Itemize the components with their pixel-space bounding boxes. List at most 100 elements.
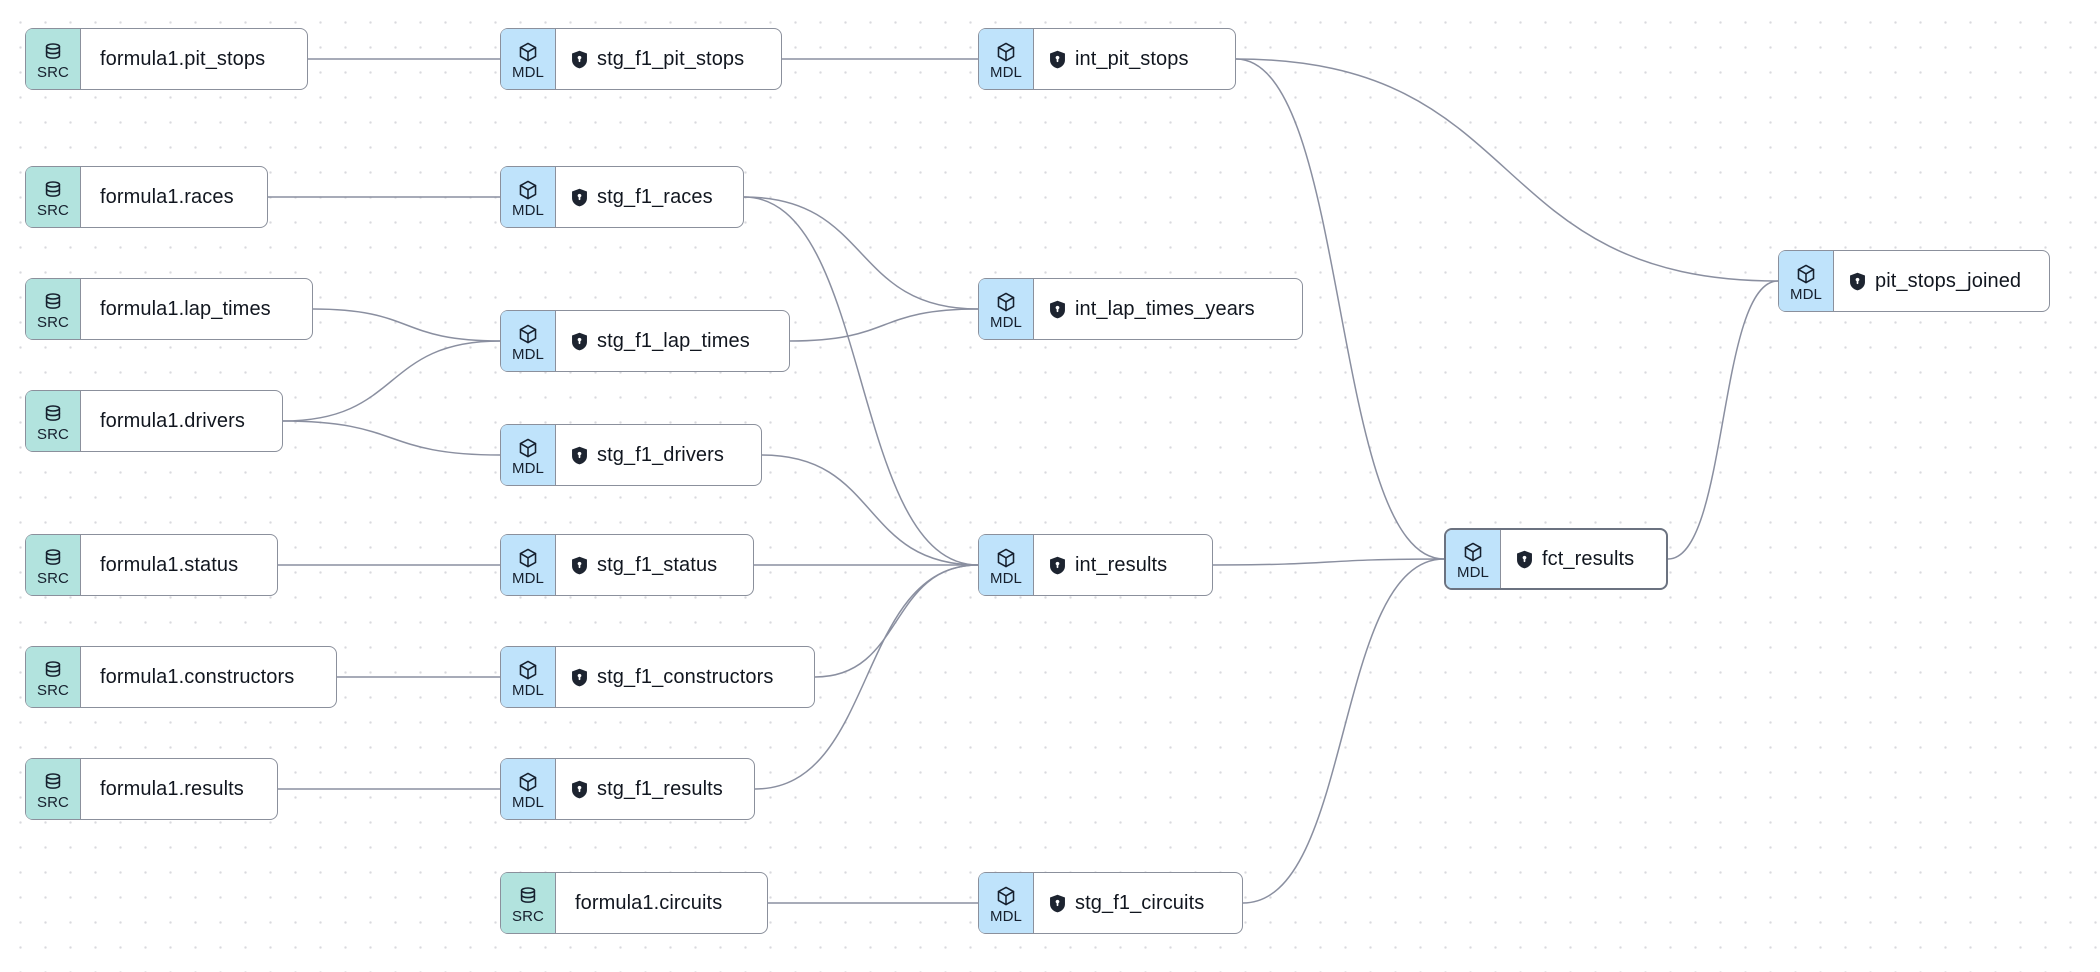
model-badge: MDL: [501, 759, 556, 819]
node-body: formula1.constructors: [81, 647, 336, 707]
node-body: fct_results: [1501, 530, 1666, 588]
model-badge: MDL: [979, 873, 1034, 933]
node-label: stg_f1_circuits: [1075, 891, 1205, 914]
source-badge: SRC: [26, 167, 81, 227]
lineage-node-src_results[interactable]: SRC formula1.results: [25, 758, 278, 820]
node-label: stg_f1_constructors: [597, 665, 774, 688]
badge-label: MDL: [512, 793, 544, 811]
badge-label: MDL: [990, 569, 1022, 587]
node-body: int_pit_stops: [1034, 29, 1235, 89]
database-icon: [42, 41, 64, 63]
model-badge: MDL: [979, 279, 1034, 339]
database-icon: [42, 771, 64, 793]
shield-lock-icon: [1849, 272, 1866, 291]
node-label: formula1.results: [100, 777, 244, 800]
node-body: stg_f1_constructors: [556, 647, 814, 707]
shield-lock-icon: [571, 446, 588, 465]
lineage-node-stg_f1_circuits[interactable]: MDL stg_f1_circuits: [978, 872, 1243, 934]
badge-label: SRC: [37, 569, 69, 587]
node-body: formula1.pit_stops: [81, 29, 307, 89]
badge-label: MDL: [1790, 285, 1822, 303]
node-label: pit_stops_joined: [1875, 269, 2022, 292]
model-badge: MDL: [501, 167, 556, 227]
cube-icon: [995, 547, 1017, 569]
cube-icon: [517, 179, 539, 201]
node-label: formula1.status: [100, 553, 239, 576]
database-icon: [42, 547, 64, 569]
model-badge: MDL: [979, 29, 1034, 89]
node-body: stg_f1_lap_times: [556, 311, 789, 371]
node-label: formula1.lap_times: [100, 297, 271, 320]
shield-lock-icon: [1049, 300, 1066, 319]
lineage-node-int_results[interactable]: MDL int_results: [978, 534, 1213, 596]
lineage-node-src_constructors[interactable]: SRC formula1.constructors: [25, 646, 337, 708]
lineage-node-pit_stops_joined[interactable]: MDL pit_stops_joined: [1778, 250, 2050, 312]
shield-lock-icon: [571, 556, 588, 575]
badge-label: MDL: [990, 313, 1022, 331]
node-body: formula1.races: [81, 167, 267, 227]
model-badge: MDL: [501, 647, 556, 707]
shield-lock-icon: [1049, 50, 1066, 69]
lineage-edge-stg_f1_lap_times-to-int_lap_times_years: [789, 308, 979, 342]
model-badge: MDL: [501, 29, 556, 89]
lineage-edge-int_results-to-fct_results: [1212, 558, 1445, 566]
database-icon: [517, 885, 539, 907]
lineage-node-src_lap_times[interactable]: SRC formula1.lap_times: [25, 278, 313, 340]
node-label: int_results: [1075, 553, 1168, 576]
database-icon: [42, 291, 64, 313]
lineage-node-src_pit_stops[interactable]: SRC formula1.pit_stops: [25, 28, 308, 90]
shield-lock-icon: [1049, 556, 1066, 575]
lineage-node-src_circuits[interactable]: SRC formula1.circuits: [500, 872, 768, 934]
lineage-edge-stg_f1_races-to-int_lap_times_years: [743, 196, 979, 310]
node-label: int_pit_stops: [1075, 47, 1189, 70]
lineage-node-src_status[interactable]: SRC formula1.status: [25, 534, 278, 596]
cube-icon: [995, 885, 1017, 907]
badge-label: SRC: [37, 63, 69, 81]
node-body: formula1.results: [81, 759, 277, 819]
badge-label: SRC: [37, 313, 69, 331]
source-badge: SRC: [26, 29, 81, 89]
lineage-edge-stg_f1_drivers-to-int_results: [761, 454, 979, 566]
node-label: int_lap_times_years: [1075, 297, 1255, 320]
cube-icon: [517, 547, 539, 569]
lineage-node-stg_f1_lap_times[interactable]: MDL stg_f1_lap_times: [500, 310, 790, 372]
badge-label: SRC: [512, 907, 544, 925]
source-badge: SRC: [26, 391, 81, 451]
lineage-node-int_lap_times_years[interactable]: MDL int_lap_times_years: [978, 278, 1303, 340]
badge-label: MDL: [512, 569, 544, 587]
cube-icon: [1462, 541, 1484, 563]
lineage-edge-src_drivers-to-stg_f1_lap_times: [282, 340, 501, 422]
node-label: formula1.constructors: [100, 665, 295, 688]
cube-icon: [517, 771, 539, 793]
badge-label: MDL: [512, 345, 544, 363]
node-body: stg_f1_status: [556, 535, 753, 595]
node-body: formula1.circuits: [556, 873, 767, 933]
cube-icon: [517, 41, 539, 63]
cube-icon: [517, 323, 539, 345]
node-label: stg_f1_status: [597, 553, 718, 576]
badge-label: MDL: [512, 63, 544, 81]
lineage-node-int_pit_stops[interactable]: MDL int_pit_stops: [978, 28, 1236, 90]
badge-label: SRC: [37, 681, 69, 699]
badge-label: SRC: [37, 793, 69, 811]
database-icon: [42, 659, 64, 681]
shield-lock-icon: [571, 50, 588, 69]
cube-icon: [517, 659, 539, 681]
node-label: stg_f1_lap_times: [597, 329, 750, 352]
lineage-node-stg_f1_constructors[interactable]: MDL stg_f1_constructors: [500, 646, 815, 708]
lineage-node-stg_f1_status[interactable]: MDL stg_f1_status: [500, 534, 754, 596]
node-body: int_lap_times_years: [1034, 279, 1302, 339]
database-icon: [42, 403, 64, 425]
model-badge: MDL: [501, 425, 556, 485]
badge-label: SRC: [37, 425, 69, 443]
model-badge: MDL: [1446, 530, 1501, 588]
